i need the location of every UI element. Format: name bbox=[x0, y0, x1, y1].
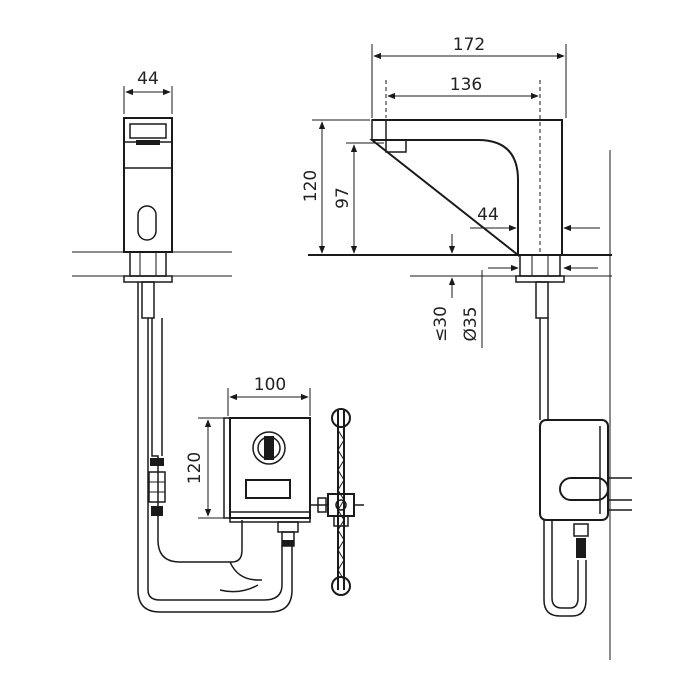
sensor-cable bbox=[151, 318, 243, 563]
control-box-front bbox=[229, 417, 311, 519]
dim-side-reach: 136 bbox=[450, 75, 482, 95]
dim-side-total: 172 bbox=[453, 35, 485, 55]
dim-side-outlet-height: 97 bbox=[333, 187, 353, 209]
spout-side bbox=[369, 119, 563, 258]
battery-compartment bbox=[245, 479, 291, 499]
valve-top-icon bbox=[331, 408, 351, 428]
cable-connector bbox=[148, 471, 166, 503]
dim-box-width: 100 bbox=[254, 375, 286, 395]
hose-cold bbox=[137, 282, 293, 613]
side-view: 172 136 120 97 44 ≤30 Ø35 bbox=[301, 35, 632, 660]
dim-side-height: 120 bbox=[301, 170, 321, 202]
dim-deck-thickness: ≤30 bbox=[431, 306, 451, 342]
sensor-window-icon bbox=[137, 205, 157, 241]
dim-front-width: 44 bbox=[137, 69, 159, 89]
valve-bottom-icon bbox=[331, 576, 351, 596]
dim-box-height: 120 bbox=[185, 452, 205, 484]
dial-icon bbox=[252, 431, 286, 465]
control-box-side bbox=[539, 419, 609, 521]
front-view: 44 100 120 bbox=[72, 69, 364, 613]
spout-outlet bbox=[385, 139, 407, 153]
solenoid-side bbox=[559, 477, 609, 501]
dim-side-base: 44 bbox=[477, 205, 499, 225]
dim-hole-diameter: Ø35 bbox=[461, 306, 481, 341]
